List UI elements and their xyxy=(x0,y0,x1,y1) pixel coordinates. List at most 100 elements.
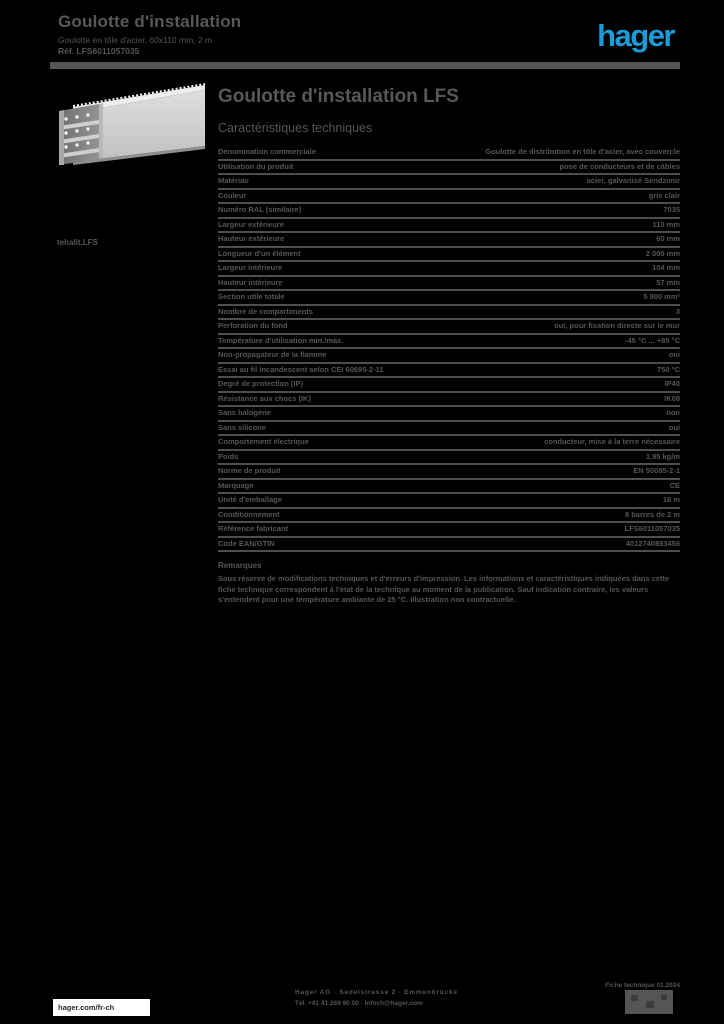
spec-value: CE xyxy=(424,478,680,494)
spec-value: 16 m xyxy=(424,493,680,509)
spec-value: LFS6011057035 xyxy=(424,522,680,538)
header-product-reference: Réf. LFS6011057035 xyxy=(58,46,140,56)
spec-label: Nombre de compartiments xyxy=(218,304,425,320)
section-title-characteristics: Caractéristiques techniques xyxy=(218,121,373,135)
spec-row: Température d'utilisation min./max.-45 °… xyxy=(218,333,680,349)
spec-label: Norme de produit xyxy=(218,464,425,480)
spec-value: pose de conducteurs et de câbles xyxy=(424,159,680,175)
spec-value: 2 000 mm xyxy=(424,246,680,262)
spec-value: 8 barres de 2 m xyxy=(424,507,680,523)
spec-value: EN 50085-2-1 xyxy=(424,464,680,480)
spec-label: Référence fabricant xyxy=(218,522,425,538)
footer-address-line1: Hager AG · Sedelstrasse 2 · Emmenbrücke xyxy=(295,989,458,996)
footer-address-line2: Tél. +41 41 269 90 00 · infoch@hager.com xyxy=(295,1000,423,1007)
footer-meta: Fiche technique 01.2024 xyxy=(605,982,680,989)
spec-value: oui xyxy=(424,420,680,436)
spec-label: Perforation du fond xyxy=(218,319,425,335)
spec-value: non xyxy=(424,406,680,422)
qr-code xyxy=(625,990,673,1014)
spec-value: oui xyxy=(424,348,680,364)
footer-website-box: hager.com/fr-ch xyxy=(53,999,150,1016)
spec-label: Couleur xyxy=(218,188,425,204)
spec-label: Sans halogène xyxy=(218,406,425,422)
spec-label: Code EAN/GTIN xyxy=(218,536,425,552)
spec-value: -45 °C ... +85 °C xyxy=(424,333,680,349)
spec-value: 110 mm xyxy=(424,217,680,233)
spec-row: Résistance aux chocs (IK)IK08 xyxy=(218,391,680,407)
spec-label: Dénomination commerciale xyxy=(218,146,425,161)
spec-label: Non-propagateur de la flamme xyxy=(218,348,425,364)
qr-code-module xyxy=(646,1001,654,1008)
spec-label: Unité d'emballage xyxy=(218,493,425,509)
spec-row: Essai au fil incandescent selon CEI 6069… xyxy=(218,362,680,378)
spec-value: oui, pour fixation directe sur le mur xyxy=(424,319,680,335)
spec-row: Degré de protection (IP)IP40 xyxy=(218,377,680,393)
footer-address: Hager AG · Sedelstrasse 2 · Emmenbrücke … xyxy=(295,987,458,1009)
spec-label: Sans silicone xyxy=(218,420,425,436)
spec-row: Numéro RAL (similaire)7035 xyxy=(218,203,680,219)
spec-label: Conditionnement xyxy=(218,507,425,523)
spec-label: Hauteur extérieure xyxy=(218,232,425,248)
main-content: Goulotte d'installation LFS Caractéristi… xyxy=(218,86,680,606)
footer-website-link[interactable]: hager.com/fr-ch xyxy=(58,1003,115,1012)
remarks-text: Sous réserve de modifications techniques… xyxy=(218,574,670,604)
spec-label: Degré de protection (IP) xyxy=(218,377,425,393)
spec-value: acier, galvanisé Sendzimir xyxy=(424,174,680,190)
spec-value: conducteur, mise à la terre nécessaire xyxy=(424,435,680,451)
spec-label: Longueur d'un élément xyxy=(218,246,425,262)
spec-value: 60 mm xyxy=(424,232,680,248)
product-caption: tehalit.LFS xyxy=(57,238,98,247)
header-product-block: Goulotte d'installation Goulotte en tôle… xyxy=(58,12,278,56)
spec-label: Résistance aux chocs (IK) xyxy=(218,391,425,407)
spec-value: gris clair xyxy=(424,188,680,204)
spec-label: Température d'utilisation min./max. xyxy=(218,333,425,349)
spec-value: 57 mm xyxy=(424,275,680,291)
steel-trunking-illustration xyxy=(59,83,206,165)
spec-value: 5 900 mm² xyxy=(424,290,680,306)
spec-label: Hauteur intérieure xyxy=(218,275,425,291)
spec-value: 3 xyxy=(424,304,680,320)
spec-label: Utilisation du produit xyxy=(218,159,425,175)
spec-value: 750 °C xyxy=(424,362,680,378)
spec-value: 1,95 kg/m xyxy=(424,449,680,465)
header-divider xyxy=(50,62,680,69)
spec-value: 4012740893456 xyxy=(424,536,680,552)
spec-label: Poids xyxy=(218,449,425,465)
spec-label: Largeur extérieure xyxy=(218,217,425,233)
remarks-heading: Remarques xyxy=(218,561,262,570)
page-title: Goulotte d'installation LFS xyxy=(218,86,459,107)
spec-value: IK08 xyxy=(424,391,680,407)
spec-label: Section utile totale xyxy=(218,290,425,306)
spec-label: Numéro RAL (similaire) xyxy=(218,203,425,219)
header-product-subtitle: Goulotte en tôle d'acier, 60x110 mm, 2 m xyxy=(58,35,213,45)
spec-label: Marquage xyxy=(218,478,425,494)
spec-label: Comportement électrique xyxy=(218,435,425,451)
spec-value: 104 mm xyxy=(424,261,680,277)
spec-value: Goulotte de distribution en tôle d'acier… xyxy=(424,146,680,161)
spec-label: Essai au fil incandescent selon CEI 6069… xyxy=(218,362,425,378)
qr-code-module xyxy=(631,995,638,1001)
